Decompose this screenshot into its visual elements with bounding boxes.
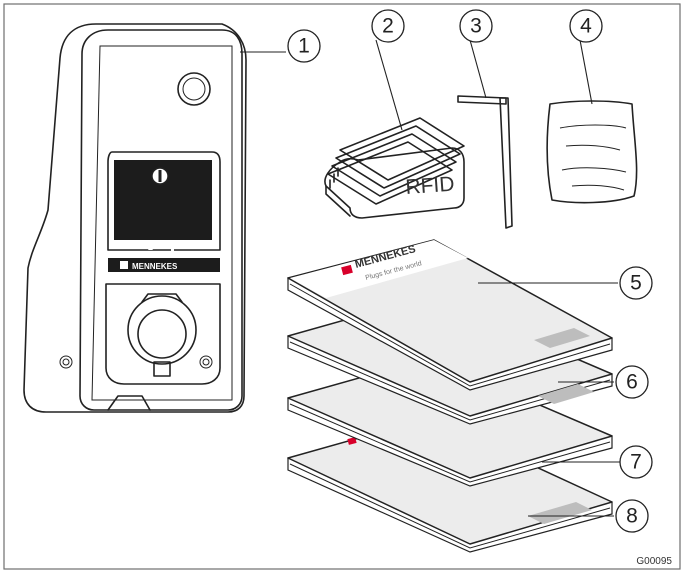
- charging-led-icon: [171, 242, 174, 251]
- charging-socket: [127, 295, 197, 365]
- charger-socket-surround: [105, 283, 221, 385]
- charger-display-window: [107, 151, 221, 251]
- figure-frame: [3, 3, 681, 570]
- booklet-1: MENNEKES Plugs for the world: [287, 239, 613, 391]
- booklet-1-logo: [341, 264, 353, 276]
- charger-display-dark: [114, 160, 212, 240]
- callout-6: 6: [615, 365, 649, 399]
- booklet-1-white-band: [290, 240, 468, 298]
- charger-brand-label: MENNEKES: [132, 262, 178, 271]
- callout-leaders: [240, 39, 620, 517]
- rfid-label: RFID: [405, 173, 455, 199]
- charger-cover-inner-edge: [91, 45, 233, 401]
- charger-brand-band: [108, 258, 220, 272]
- callout-2: 2: [371, 9, 405, 43]
- fastener-bag-outline: [546, 100, 638, 204]
- booklet-1-gray-block: [534, 328, 590, 348]
- fault-led-icon: [192, 243, 200, 249]
- callout-3-label: 3: [470, 15, 482, 38]
- power-led-icon: [127, 243, 133, 249]
- lock-led-icon: [148, 242, 153, 250]
- booklet-3: [287, 357, 613, 487]
- hex-key: [457, 95, 513, 229]
- charger-back-housing: [23, 23, 247, 413]
- charger-status-button: [177, 72, 211, 106]
- callout-5-label: 5: [630, 272, 642, 295]
- callout-1: 1: [287, 29, 321, 63]
- callout-3: 3: [459, 9, 493, 43]
- rfid-card-stack: [327, 117, 465, 205]
- rfid-cards: RFID: [324, 117, 465, 219]
- bottom-right-screw: [199, 355, 213, 369]
- fastener-bag: [546, 100, 638, 204]
- callout-7: 7: [619, 445, 653, 479]
- callout-8-label: 8: [626, 505, 638, 528]
- booklet-4-logo: [347, 437, 357, 445]
- bottom-left-screw: [59, 355, 73, 369]
- callout-7-label: 7: [630, 451, 642, 474]
- callout-5: 5: [619, 266, 653, 300]
- callout-6-label: 6: [626, 371, 638, 394]
- booklet-2-gray-block: [538, 384, 594, 404]
- callout-4-label: 4: [580, 15, 592, 38]
- hex-key-long-arm: [499, 97, 513, 229]
- charger-brand-logo: [120, 261, 128, 269]
- socket-flap: [137, 309, 187, 359]
- callout-1-label: 1: [298, 35, 310, 58]
- booklet-4-gray-block: [528, 502, 592, 524]
- status-led-icons: [127, 242, 200, 251]
- callout-4: 4: [569, 9, 603, 43]
- wallbox-charger: MENNEKES: [23, 23, 247, 413]
- hex-key-short-arm: [457, 95, 507, 105]
- figure-code: G00095: [636, 556, 672, 567]
- callout-8: 8: [615, 499, 649, 533]
- callout-2-label: 2: [382, 15, 394, 38]
- charger-front-cover: [79, 29, 243, 411]
